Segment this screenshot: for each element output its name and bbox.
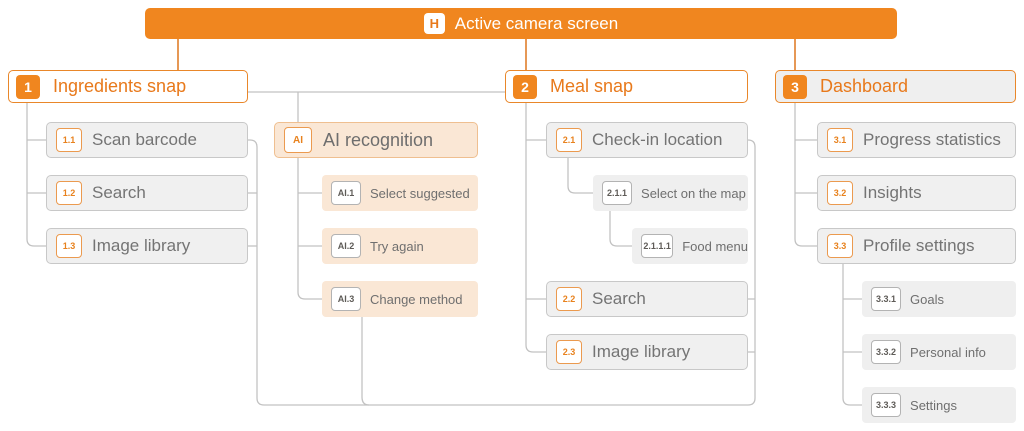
node-change-method-label: Change method bbox=[370, 291, 463, 307]
node-goals: 3.3.1 Goals bbox=[862, 281, 1016, 317]
node-try-again-label: Try again bbox=[370, 238, 424, 254]
node-insights-label: Insights bbox=[863, 183, 922, 202]
node-ingredients-snap: 1 Ingredients snap bbox=[8, 70, 248, 103]
node-search-2-badge: 2.2 bbox=[556, 287, 582, 311]
node-personal-info-badge: 3.3.2 bbox=[871, 340, 902, 364]
node-image-library-1: 1.3 Image library bbox=[46, 228, 248, 264]
root-node-label: Active camera screen bbox=[454, 13, 619, 33]
node-goals-label: Goals bbox=[910, 291, 944, 307]
node-search-1-badge: 1.2 bbox=[56, 181, 82, 205]
node-dashboard: 3 Dashboard bbox=[775, 70, 1016, 103]
node-progress-statistics: 3.1 Progress statistics bbox=[817, 122, 1016, 158]
node-check-in-location-label: Check-in location bbox=[592, 130, 723, 149]
node-insights-badge: 3.2 bbox=[827, 181, 853, 205]
node-food-menu-label: Food menu bbox=[682, 238, 748, 254]
node-select-suggested-label: Select suggested bbox=[370, 185, 470, 201]
node-ingredients-snap-badge: 1 bbox=[16, 74, 40, 99]
node-check-in-location: 2.1 Check-in location bbox=[546, 122, 748, 158]
node-select-on-the-map-label: Select on the map bbox=[641, 185, 746, 201]
node-select-suggested-badge: AI.1 bbox=[331, 181, 361, 205]
node-dashboard-label: Dashboard bbox=[820, 76, 909, 96]
node-image-library-2-label: Image library bbox=[592, 342, 691, 361]
node-try-again: AI.2 Try again bbox=[322, 228, 478, 264]
node-image-library-2: 2.3 Image library bbox=[546, 334, 748, 370]
node-meal-snap-label: Meal snap bbox=[550, 76, 634, 96]
node-settings-label: Settings bbox=[910, 397, 958, 413]
node-change-method: AI.3 Change method bbox=[322, 281, 478, 317]
node-settings-badge: 3.3.3 bbox=[871, 393, 902, 417]
node-image-library-1-label: Image library bbox=[92, 236, 191, 255]
node-search-2: 2.2 Search bbox=[546, 281, 748, 317]
node-food-menu-badge: 2.1.1.1 bbox=[641, 234, 674, 258]
node-meal-snap: 2 Meal snap bbox=[505, 70, 748, 103]
node-settings: 3.3.3 Settings bbox=[862, 387, 1016, 423]
node-profile-settings-badge: 3.3 bbox=[827, 234, 853, 258]
node-ai-recognition-label: AI recognition bbox=[323, 129, 434, 150]
node-insights: 3.2 Insights bbox=[817, 175, 1016, 211]
node-meal-snap-badge: 2 bbox=[513, 74, 537, 99]
node-search-1: 1.2 Search bbox=[46, 175, 248, 211]
node-goals-badge: 3.3.1 bbox=[871, 287, 902, 311]
node-image-library-1-badge: 1.3 bbox=[56, 234, 82, 258]
node-scan-barcode-label: Scan barcode bbox=[92, 130, 197, 149]
node-personal-info-label: Personal info bbox=[910, 344, 986, 360]
node-progress-statistics-label: Progress statistics bbox=[863, 130, 1001, 149]
node-food-menu: 2.1.1.1 Food menu bbox=[632, 228, 748, 264]
node-progress-statistics-badge: 3.1 bbox=[827, 128, 853, 152]
node-change-method-badge: AI.3 bbox=[331, 287, 361, 311]
node-profile-settings: 3.3 Profile settings bbox=[817, 228, 1016, 264]
node-personal-info: 3.3.2 Personal info bbox=[862, 334, 1016, 370]
node-select-on-the-map: 2.1.1 Select on the map bbox=[593, 175, 748, 211]
node-dashboard-badge: 3 bbox=[783, 74, 807, 99]
node-select-on-the-map-badge: 2.1.1 bbox=[602, 181, 633, 205]
node-check-in-location-badge: 2.1 bbox=[556, 128, 582, 152]
node-ai-recognition: AI AI recognition bbox=[274, 122, 478, 158]
node-ingredients-snap-label: Ingredients snap bbox=[53, 76, 187, 96]
root-node-badge: H bbox=[423, 13, 445, 34]
node-ai-recognition-badge: AI bbox=[284, 127, 312, 153]
node-image-library-2-badge: 2.3 bbox=[556, 340, 582, 364]
node-search-1-label: Search bbox=[92, 183, 146, 202]
node-try-again-badge: AI.2 bbox=[331, 234, 361, 258]
root-node-active-camera-screen: H Active camera screen bbox=[145, 8, 897, 39]
node-profile-settings-label: Profile settings bbox=[863, 236, 975, 255]
node-scan-barcode-badge: 1.1 bbox=[56, 128, 82, 152]
node-select-suggested: AI.1 Select suggested bbox=[322, 175, 478, 211]
node-scan-barcode: 1.1 Scan barcode bbox=[46, 122, 248, 158]
node-search-2-label: Search bbox=[592, 289, 646, 308]
